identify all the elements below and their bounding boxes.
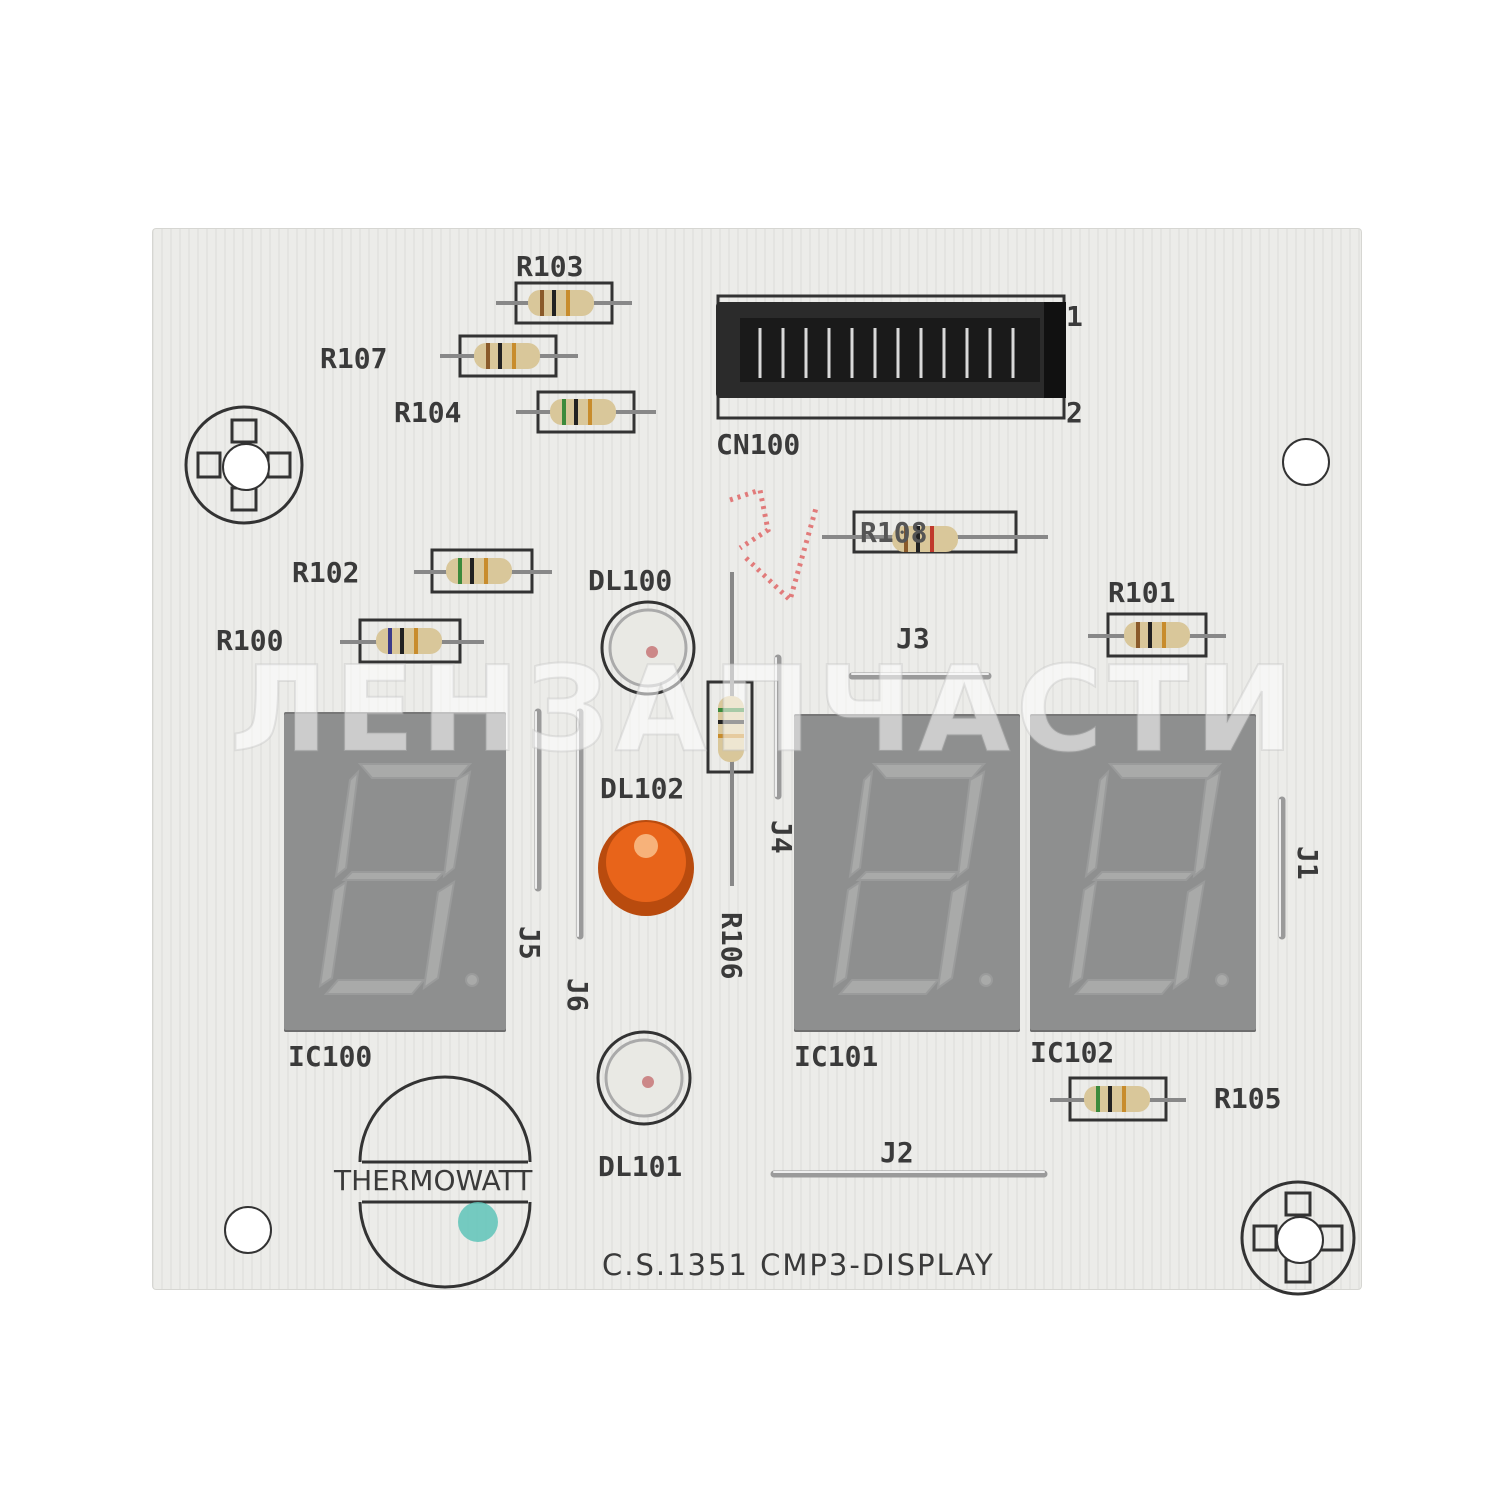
label-cn100: CN100 <box>716 428 801 461</box>
label-j6: J6 <box>561 978 594 1012</box>
label-j3: J3 <box>896 622 930 655</box>
led-dl102-icon <box>598 820 694 916</box>
label-ic101: IC101 <box>794 1040 879 1073</box>
label-thermowatt: THERMOWATT <box>334 1164 533 1197</box>
resistor-r107-icon <box>440 334 578 378</box>
label-r108: R108 <box>860 516 928 549</box>
jumper-wires <box>534 654 1286 1178</box>
label-dl102: DL102 <box>600 772 685 805</box>
ink-dot-mark <box>458 1202 498 1242</box>
label-r102: R102 <box>292 556 360 589</box>
mounting-hole-top-left <box>222 443 270 491</box>
label-board-model: C.S.1351 CMP3-DISPLAY <box>602 1248 995 1282</box>
label-r106: R106 <box>715 912 748 980</box>
connector-cn100-icon <box>716 294 1066 420</box>
mounting-hole-bottom-right <box>1276 1216 1324 1264</box>
resistor-r106-icon <box>706 572 754 886</box>
mount-target-bottom-right <box>1240 1180 1356 1296</box>
resistor-r100-icon <box>340 618 484 664</box>
label-r101: R101 <box>1108 576 1176 609</box>
resistor-r108-icon <box>822 510 1048 554</box>
mounting-hole-bottom-left <box>224 1206 272 1254</box>
label-j2: J2 <box>880 1136 914 1169</box>
resistor-r103-icon <box>496 281 632 325</box>
red-marker-mark <box>729 486 819 605</box>
resistor-r101-icon <box>1088 612 1226 658</box>
label-r100: R100 <box>216 624 284 657</box>
label-r105: R105 <box>1214 1082 1282 1115</box>
label-dl100: DL100 <box>588 564 673 597</box>
label-dl101: DL101 <box>598 1150 683 1183</box>
resistor-r102-icon <box>414 548 552 594</box>
label-r107: R107 <box>320 342 388 375</box>
label-j4: J4 <box>765 820 798 854</box>
label-j5: J5 <box>513 926 546 960</box>
led-dl101-icon <box>596 1030 692 1126</box>
label-r103: R103 <box>516 250 584 283</box>
led-dl100-icon <box>600 600 696 696</box>
mounting-hole-top-right <box>1282 438 1330 486</box>
label-pin-2: 2 <box>1066 396 1083 429</box>
label-pin-1: 1 <box>1066 300 1083 333</box>
watermark-text: ЛЕНЗАПЧАСТИ <box>229 639 1300 779</box>
label-r104: R104 <box>394 396 462 429</box>
resistor-r104-icon <box>516 390 656 434</box>
label-ic102: IC102 <box>1030 1036 1115 1069</box>
resistor-r105-icon <box>1050 1076 1186 1122</box>
label-ic100: IC100 <box>288 1040 373 1073</box>
thermowatt-logo-icon <box>358 1075 532 1289</box>
label-j1: J1 <box>1291 846 1324 880</box>
mount-target-top-left <box>184 405 304 525</box>
